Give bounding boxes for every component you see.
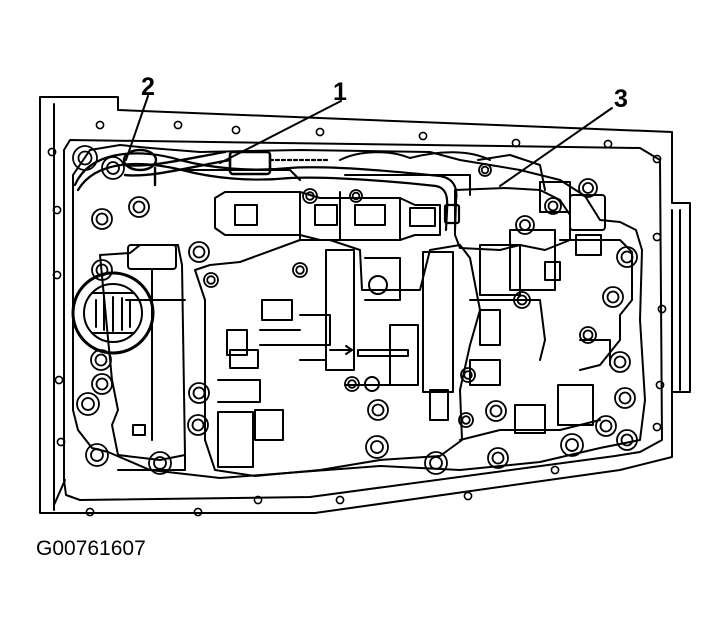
bolt [579, 326, 597, 344]
bolt [128, 196, 150, 218]
bolt [302, 188, 318, 204]
bolt [203, 272, 219, 288]
figure-id: G00761607 [36, 537, 146, 560]
case-outline [39, 96, 691, 514]
leader-lines [125, 95, 613, 187]
valve-body-bolts [72, 145, 638, 475]
bolt [349, 189, 363, 203]
bolt [458, 412, 474, 428]
bolt [91, 373, 113, 395]
leader-line-1 [219, 100, 342, 164]
bolt [148, 451, 172, 475]
bolt [365, 435, 389, 459]
bolt [616, 429, 638, 451]
bolt [595, 415, 617, 437]
bolt [344, 376, 360, 392]
bolt [560, 433, 584, 457]
bolt [614, 387, 636, 409]
bolt [367, 399, 389, 421]
bolt [85, 443, 109, 467]
bolt [602, 286, 624, 308]
bolt [188, 241, 210, 263]
callout-label-2: 2 [141, 73, 155, 101]
bolt [187, 414, 209, 436]
pan-flange [63, 139, 663, 501]
bolt [515, 215, 535, 235]
bolt [91, 208, 113, 230]
bolt [188, 382, 210, 404]
bolt [424, 451, 448, 475]
bolt [513, 291, 531, 309]
bolt [460, 367, 476, 383]
bolt [609, 351, 631, 373]
leader-line-3 [499, 107, 613, 187]
callout-label-1: 1 [333, 78, 347, 106]
sensor [122, 148, 232, 187]
flange-holes [47, 120, 667, 517]
bolt [76, 392, 100, 416]
leader-line-2 [125, 95, 149, 161]
transmission-case [39, 96, 691, 514]
bolt [485, 400, 507, 422]
bolt [544, 197, 562, 215]
bolt [478, 163, 492, 177]
bolt [292, 262, 308, 278]
bolt [487, 447, 509, 469]
bolt [616, 246, 638, 268]
bolt [90, 349, 112, 371]
bolt [91, 259, 113, 281]
bolt [578, 178, 598, 198]
callout-label-3: 3 [614, 85, 628, 113]
valve-body-outline [72, 144, 646, 479]
accumulator-bore [71, 271, 155, 355]
